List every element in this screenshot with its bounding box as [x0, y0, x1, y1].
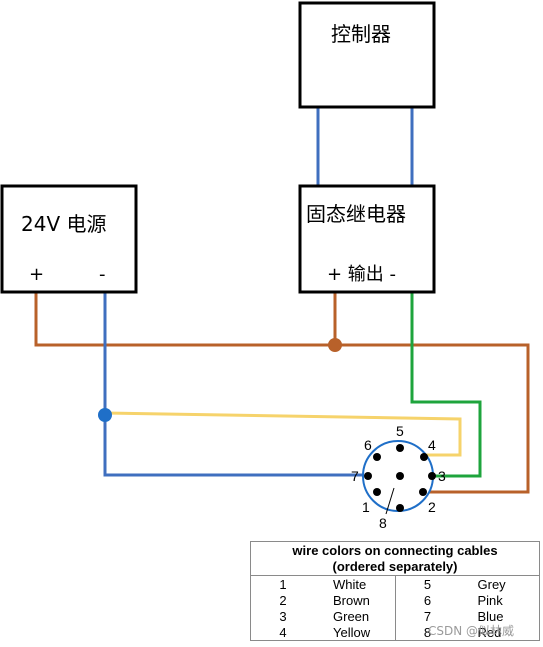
power-supply-box — [0, 184, 138, 294]
legend-title-line1: wire colors on connecting cables — [292, 543, 498, 558]
connector-key — [396, 504, 404, 512]
pin-label-6: 6 — [364, 437, 372, 453]
power-plus-terminal: + — [29, 264, 44, 285]
wire-brown — [34, 292, 530, 494]
legend-row: 1 White — [251, 577, 395, 593]
controller-box — [298, 1, 436, 109]
power-minus-terminal: - — [99, 264, 106, 285]
legend-pin-number: 2 — [279, 593, 287, 608]
junction-blue — [98, 408, 112, 422]
pin-label-3: 3 — [438, 468, 446, 484]
legend-row: 6 Pink — [396, 593, 540, 609]
pin-label-1: 1 — [362, 499, 370, 515]
connector-pin-2 — [419, 488, 427, 496]
legend-wire-color: Pink — [477, 593, 503, 608]
solid-state-relay-box — [298, 184, 436, 294]
wire-color-legend: wire colors on connecting cables (ordere… — [250, 541, 540, 641]
pin-label-7: 7 — [351, 468, 359, 484]
pin-label-4: 4 — [428, 437, 436, 453]
connector-pin-4 — [420, 453, 428, 461]
legend-row: 3 Green — [251, 609, 395, 625]
legend-pin-number: 7 — [423, 609, 432, 624]
legend-title-line2: (ordered separately) — [332, 559, 458, 574]
pin-label-2: 2 — [428, 499, 436, 515]
connector-pin-8 — [396, 472, 404, 480]
solid-state-relay-label: 固态继电器 — [306, 202, 406, 226]
legend-pin-number: 3 — [279, 609, 287, 624]
legend-pin-number: 5 — [423, 577, 432, 592]
wire-blue — [103, 292, 368, 477]
pin-label-8: 8 — [379, 515, 387, 531]
legend-wire-color: Brown — [333, 593, 370, 608]
connector-pin-8-leader — [385, 487, 395, 515]
power-supply-label: 24V 电源 — [21, 212, 107, 236]
legend-wire-color: Grey — [477, 577, 506, 592]
junction-brown — [328, 338, 342, 352]
watermark: CSDN @似林威 — [428, 624, 515, 638]
legend-wire-color: White — [333, 577, 367, 592]
legend-wire-color: Red — [477, 625, 502, 640]
relay-output-label: + 输出 - — [327, 264, 396, 285]
legend-left-column: 1 White 2 Brown 3 Green 4 Yellow — [251, 576, 395, 640]
connector-pin-7 — [364, 472, 372, 480]
legend-wire-color: Blue — [477, 609, 504, 624]
connector-pin-3 — [428, 472, 436, 480]
connector-pin-6 — [373, 453, 381, 461]
wire-yellow — [104, 411, 462, 457]
controller-label: 控制器 — [331, 22, 391, 46]
legend-row: 2 Brown — [251, 593, 395, 609]
legend-row: 7 Blue — [396, 609, 540, 625]
legend-wire-color: Yellow — [333, 625, 371, 640]
pin-label-5: 5 — [396, 423, 404, 439]
legend-row: 5 Grey — [396, 577, 540, 593]
legend-header: wire colors on connecting cables (ordere… — [251, 542, 539, 576]
legend-row: 4 Yellow — [251, 625, 395, 641]
wire-green — [410, 292, 482, 478]
connector-pin-5 — [396, 444, 404, 452]
legend-pin-number: 1 — [279, 577, 287, 592]
legend-pin-number: 4 — [279, 625, 287, 640]
legend-pin-number: 8 — [423, 625, 432, 640]
legend-pin-number: 6 — [423, 593, 432, 608]
legend-wire-color: Green — [333, 609, 370, 624]
connector-pin-1 — [373, 488, 381, 496]
legend-row: 8 Red — [396, 625, 540, 641]
legend-right-column: 5 Grey 6 Pink 7 Blue 8 Red — [394, 576, 540, 641]
